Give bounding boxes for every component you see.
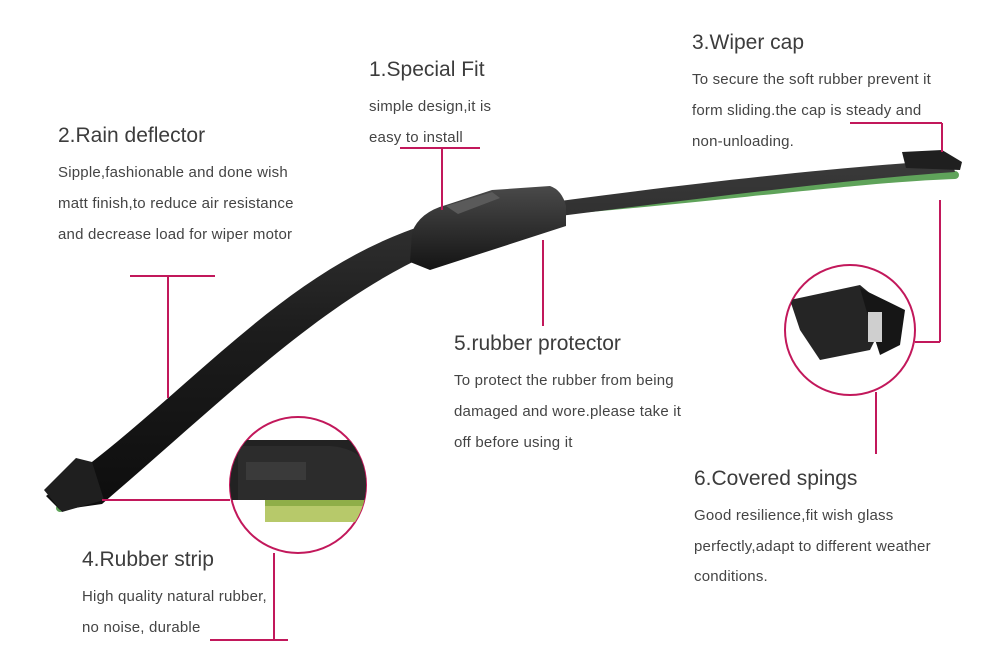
rubber-strip-title: 4.Rubber strip: [82, 548, 214, 571]
covered-springs-line-2: perfectly,adapt to different weather: [694, 538, 931, 555]
special-fit-title: 1.Special Fit: [369, 58, 485, 81]
covered-springs-title: 6.Covered spings: [694, 467, 858, 490]
pointer-lines: [102, 122, 943, 641]
covered-springs-line-3: conditions.: [694, 568, 768, 585]
covered-springs-magnifier: [784, 264, 916, 396]
rain-deflector-line-3: and decrease load for wiper motor: [58, 226, 293, 243]
rubber-protector-line-3: off before using it: [454, 434, 573, 451]
rubber-protector-line-2: damaged and wore.please take it: [454, 403, 682, 420]
wiper-cap-line-2: form sliding.the cap is steady and: [692, 102, 922, 119]
wiper-cap-line-1: To secure the soft rubber prevent it: [692, 71, 931, 88]
rain-deflector-line-2: matt finish,to reduce air resistance: [58, 195, 294, 212]
rain-deflector-title: 2.Rain deflector: [58, 124, 206, 147]
rubber-protector-title: 5.rubber protector: [454, 332, 621, 355]
rain-deflector-line-1: Sipple,fashionable and done wish: [58, 164, 288, 181]
covered-springs-line-1: Good resilience,fit wish glass: [694, 507, 894, 524]
rubber-protector-line-1: To protect the rubber from being: [454, 372, 674, 389]
left-end-cap: [44, 458, 104, 512]
adapter-highlight: [446, 192, 500, 214]
rubber-strip-line-1: High quality natural rubber,: [82, 588, 267, 605]
special-fit-line-2: easy to install: [369, 129, 463, 146]
wiper-cap-title: 3.Wiper cap: [692, 31, 805, 54]
wiper-cap-line-3: non-unloading.: [692, 133, 795, 150]
rubber-strip-line-2: no noise, durable: [82, 619, 201, 636]
right-end-cap: [902, 150, 962, 170]
special-fit-line-1: simple design,it is: [369, 98, 492, 115]
rubber-strip-magnifier: [229, 416, 367, 554]
